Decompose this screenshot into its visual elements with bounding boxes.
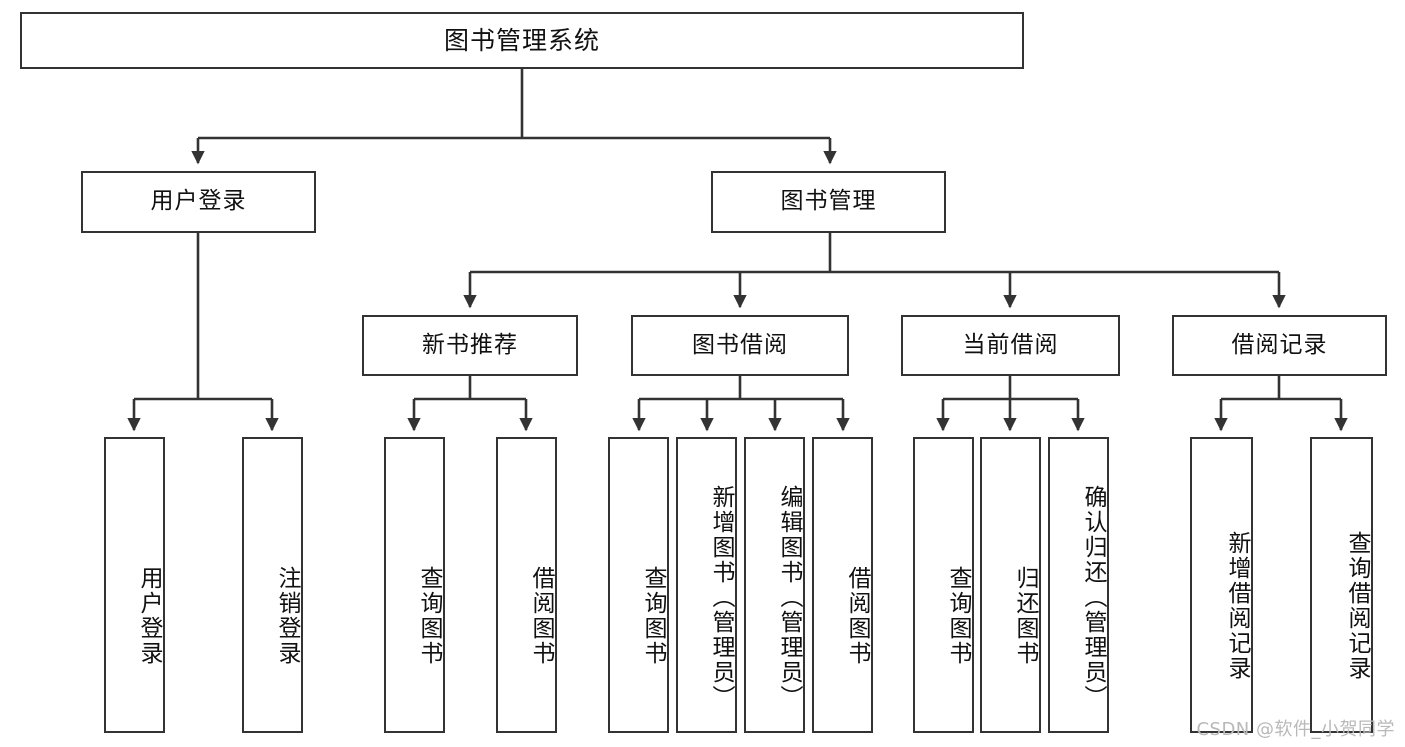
leaf-current-borrow-confirm-label: 确认归还（管理员） [1080,484,1106,710]
leaf-user-login-signout-label: 注销登录 [274,566,300,666]
leaf-borrow-record-query[interactable]: 查询借阅记录 [1310,437,1373,733]
node-borrow-record-label: 借阅记录 [1231,331,1328,358]
leaf-user-login-signout[interactable]: 注销登录 [242,437,303,733]
leaf-current-borrow-return-label: 归还图书 [1012,566,1038,666]
leaf-current-borrow-query[interactable]: 查询图书 [913,437,974,733]
node-new-book-recommend[interactable]: 新书推荐 [362,315,578,376]
leaf-current-borrow-return[interactable]: 归还图书 [980,437,1041,733]
leaf-new-book-borrow-label: 借阅图书 [528,566,554,666]
leaf-borrow-record-query-label: 查询借阅记录 [1344,531,1370,681]
node-book-management-label: 图书管理 [780,188,877,215]
leaf-new-book-query-label: 查询图书 [416,566,442,666]
node-book-management[interactable]: 图书管理 [711,171,946,233]
leaf-current-borrow-query-label: 查询图书 [945,566,971,666]
node-book-borrow-label: 图书借阅 [692,331,788,358]
node-new-book-recommend-label: 新书推荐 [422,331,518,358]
leaf-book-borrow-query[interactable]: 查询图书 [608,437,669,733]
node-borrow-record[interactable]: 借阅记录 [1172,315,1387,376]
leaf-borrow-record-add[interactable]: 新增借阅记录 [1190,437,1253,733]
leaf-new-book-query[interactable]: 查询图书 [384,437,445,733]
leaf-book-borrow-borrow-label: 借阅图书 [844,566,870,666]
node-current-borrow-label: 当前借阅 [962,331,1059,358]
csdn-watermark: CSDN @软件_小贺同学 [1196,719,1395,740]
leaf-new-book-borrow[interactable]: 借阅图书 [496,437,557,733]
node-user-login-label: 用户登录 [150,188,247,215]
node-current-borrow[interactable]: 当前借阅 [901,315,1120,376]
leaf-book-borrow-add-label: 新增图书（管理员） [708,484,734,710]
node-root-system-label: 图书管理系统 [443,25,600,55]
node-root-system[interactable]: 图书管理系统 [20,12,1024,69]
node-book-borrow[interactable]: 图书借阅 [631,315,849,376]
leaf-user-login-signin-label: 用户登录 [136,566,162,666]
leaf-current-borrow-confirm[interactable]: 确认归还（管理员） [1048,437,1109,733]
leaf-book-borrow-add[interactable]: 新增图书（管理员） [676,437,737,733]
leaf-book-borrow-query-label: 查询图书 [640,566,666,666]
node-user-login[interactable]: 用户登录 [81,171,316,233]
leaf-user-login-signin[interactable]: 用户登录 [104,437,165,733]
leaf-book-borrow-edit[interactable]: 编辑图书（管理员） [744,437,805,733]
leaf-book-borrow-edit-label: 编辑图书（管理员） [776,484,802,710]
leaf-borrow-record-add-label: 新增借阅记录 [1224,531,1250,681]
leaf-book-borrow-borrow[interactable]: 借阅图书 [812,437,873,733]
